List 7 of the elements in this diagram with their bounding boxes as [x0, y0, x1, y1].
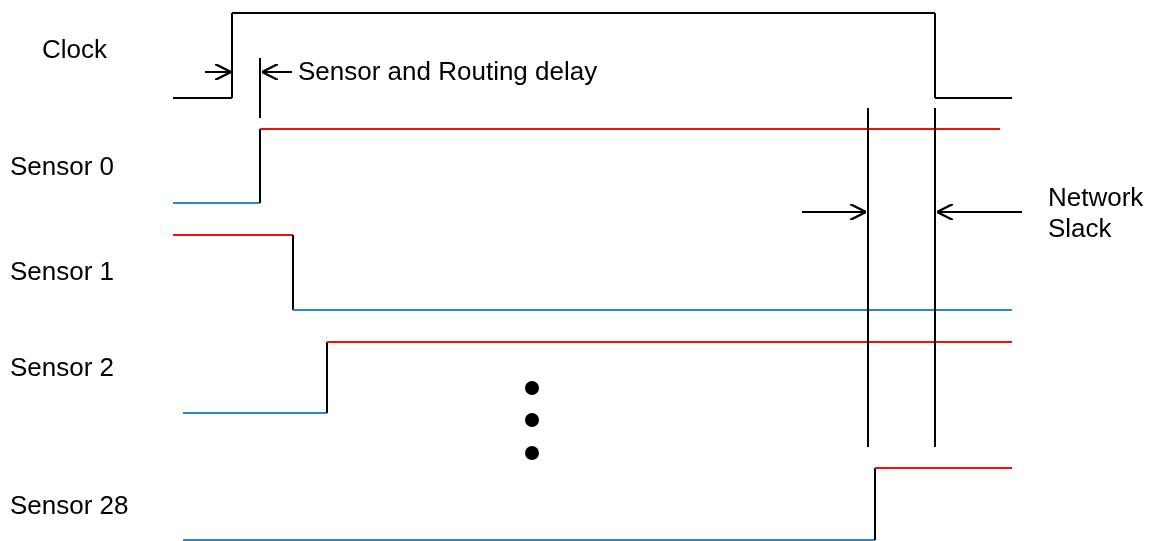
signal-label: Sensor 0	[10, 151, 115, 182]
slack-label: Network Slack	[1048, 182, 1145, 244]
signal-label: Sensor 1	[10, 256, 115, 287]
clock-label: Clock	[42, 34, 107, 65]
signal-label: Sensor 28	[10, 490, 129, 521]
delay-label: Sensor and Routing delay	[298, 56, 598, 87]
signal-label: Sensor 2	[10, 352, 115, 383]
